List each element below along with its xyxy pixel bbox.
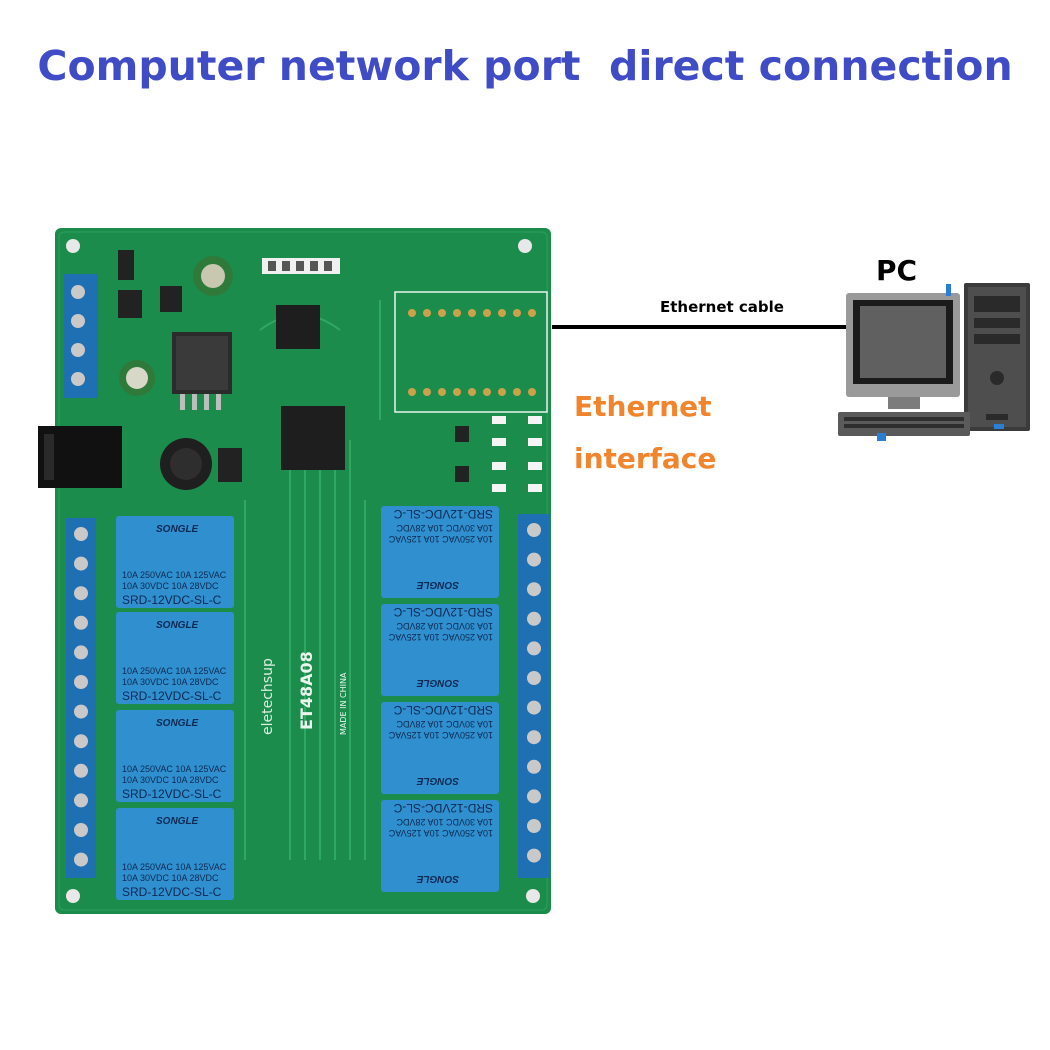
relay-maker: SONGLE bbox=[416, 873, 459, 884]
terminal-screw bbox=[527, 848, 541, 863]
relay-rating: 10A 250VAC 10A 125VAC bbox=[388, 730, 493, 740]
terminal-screw bbox=[527, 611, 541, 626]
model-text: ET48A08 bbox=[297, 651, 316, 730]
terminal-screw bbox=[527, 759, 541, 774]
relay-rating: 10A 30VDC 10A 28VDC bbox=[396, 719, 493, 729]
terminal-screw bbox=[74, 823, 88, 837]
terminal-screw bbox=[527, 730, 541, 745]
terminal-screw bbox=[527, 552, 541, 567]
terminal-screw bbox=[527, 523, 541, 537]
terminal-screw bbox=[527, 789, 541, 804]
origin-text: MADE IN CHINA bbox=[339, 672, 348, 735]
terminal-screw bbox=[74, 586, 88, 601]
relay-rating: 10A 30VDC 10A 28VDC bbox=[396, 621, 493, 631]
terminal-screw bbox=[74, 527, 88, 541]
relay-part: SRD-12VDC-SL-C bbox=[122, 787, 222, 801]
ic-chip-main bbox=[281, 406, 345, 470]
terminal-screw bbox=[527, 819, 541, 833]
relay-rating: 10A 250VAC 10A 125VAC bbox=[388, 534, 493, 544]
relay-rating: 10A 250VAC 10A 125VAC bbox=[122, 764, 227, 774]
relay-rating: 10A 250VAC 10A 125VAC bbox=[388, 632, 493, 642]
terminal-screw bbox=[74, 615, 88, 630]
relay-rating: 10A 30VDC 10A 28VDC bbox=[396, 523, 493, 533]
relay-maker: SONGLE bbox=[416, 775, 459, 786]
relay-rating: 10A 30VDC 10A 28VDC bbox=[122, 775, 219, 785]
left-terminal-strip bbox=[66, 518, 96, 878]
relay-rating: 10A 30VDC 10A 28VDC bbox=[122, 873, 219, 883]
relay-part: SRD-12VDC-SL-C bbox=[393, 507, 493, 521]
relay-part: SRD-12VDC-SL-C bbox=[393, 801, 493, 815]
terminal-screw bbox=[74, 675, 88, 689]
ethernet-cable-label: Ethernet cable bbox=[660, 298, 784, 316]
relay-maker: SONGLE bbox=[416, 579, 459, 590]
terminal-screw bbox=[74, 763, 88, 778]
terminal-screw bbox=[527, 671, 541, 685]
right-terminal-strip bbox=[518, 514, 550, 878]
terminal-screw bbox=[527, 641, 541, 656]
pc-label: PC bbox=[876, 254, 918, 287]
ic-chip bbox=[276, 305, 320, 349]
ethernet-interface-label-line2: interface bbox=[574, 442, 717, 475]
relay-rating: 10A 30VDC 10A 28VDC bbox=[396, 817, 493, 827]
terminal-screw bbox=[74, 704, 88, 719]
ethernet-interface-label-line1: Ethernet bbox=[574, 390, 712, 423]
terminal-screw bbox=[74, 793, 88, 808]
mounting-hole bbox=[66, 889, 80, 903]
relay-rating: 10A 250VAC 10A 125VAC bbox=[388, 828, 493, 838]
relay-part: SRD-12VDC-SL-C bbox=[122, 689, 222, 703]
relay-rating: 10A 30VDC 10A 28VDC bbox=[122, 677, 219, 687]
terminal-screw bbox=[74, 734, 88, 749]
relay-maker: SONGLE bbox=[156, 620, 199, 631]
relay-maker: SONGLE bbox=[416, 677, 459, 688]
mounting-hole bbox=[526, 889, 540, 903]
terminal-screw bbox=[74, 852, 88, 867]
relay-rating: 10A 250VAC 10A 125VAC bbox=[122, 666, 227, 676]
relay-maker: SONGLE bbox=[156, 816, 199, 827]
terminal-screw bbox=[74, 645, 88, 660]
mounting-hole bbox=[518, 239, 532, 253]
relay-part: SRD-12VDC-SL-C bbox=[122, 593, 222, 607]
terminal-screw bbox=[74, 556, 88, 571]
relay-part: SRD-12VDC-SL-C bbox=[393, 703, 493, 717]
relay-maker: SONGLE bbox=[156, 524, 199, 535]
pc-icon bbox=[838, 283, 1030, 441]
relay-rating: 10A 250VAC 10A 125VAC bbox=[122, 570, 227, 580]
page-title: Computer network port direct connection bbox=[37, 42, 1013, 90]
relay-part: SRD-12VDC-SL-C bbox=[122, 885, 222, 899]
brand-text: eletechsup bbox=[260, 658, 276, 735]
relay-rating: 10A 30VDC 10A 28VDC bbox=[122, 581, 219, 591]
terminal-screw bbox=[527, 582, 541, 597]
mounting-hole bbox=[66, 239, 80, 253]
relay-rating: 10A 250VAC 10A 125VAC bbox=[122, 862, 227, 872]
relay-part: SRD-12VDC-SL-C bbox=[393, 605, 493, 619]
relay-maker: SONGLE bbox=[156, 718, 199, 729]
terminal-screw bbox=[527, 700, 541, 715]
ethernet-module-footprint bbox=[394, 291, 548, 413]
